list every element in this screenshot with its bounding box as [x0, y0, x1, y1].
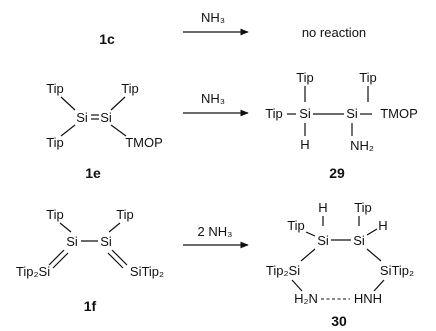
- substituent-tip: Tip: [46, 135, 64, 150]
- double-bond: [107, 252, 124, 269]
- bond: [366, 228, 378, 236]
- bond: [366, 248, 382, 262]
- product-29: Tip Tip Tip Si Si TMOP H NH₂ 29: [265, 70, 418, 181]
- reactant-1f: Tip Tip Si Si Tip₂Si SiTip₂ 1f: [16, 207, 164, 314]
- bond: [373, 279, 385, 292]
- substituent-tip: Tip: [354, 200, 372, 215]
- bond: [110, 124, 127, 137]
- bond: [291, 279, 303, 292]
- reagent-label: 2 NH₃: [198, 224, 233, 239]
- product-30: H Tip Tip H Si Si Tip₂Si SiTip₂ H₂N HNH …: [266, 200, 414, 329]
- bond: [110, 96, 126, 111]
- substituent-tip: Tip: [287, 218, 305, 233]
- group-sitip2: SiTip₂: [380, 263, 414, 278]
- substituent-tip: Tip: [116, 207, 134, 222]
- atom-si: Si: [299, 106, 311, 121]
- compound-label-29: 29: [329, 165, 345, 181]
- bond: [59, 222, 72, 233]
- group-nh2: NH₂: [350, 138, 374, 153]
- atom-h: H: [378, 218, 387, 233]
- substituent-tip: Tip: [265, 106, 283, 121]
- atom-si: Si: [100, 110, 112, 125]
- atom-si: Si: [100, 234, 112, 249]
- double-bond: [48, 249, 65, 266]
- atom-si: Si: [346, 106, 358, 121]
- reagent-label: NH₃: [201, 91, 225, 106]
- double-bond: [111, 249, 128, 266]
- substituent-tip: Tip: [46, 207, 64, 222]
- compound-label-1e: 1e: [85, 165, 101, 181]
- group-tip2si: Tip₂Si: [266, 263, 300, 278]
- substituent-tmop: TMOP: [380, 106, 418, 121]
- bond: [305, 231, 316, 237]
- bond: [300, 248, 316, 262]
- compound-label-1c: 1c: [99, 31, 115, 47]
- reactant-1e: Tip Tip Si Si Tip TMOP 1e: [46, 81, 163, 181]
- result-text: no reaction: [302, 25, 366, 40]
- compound-label-1f: 1f: [84, 298, 97, 314]
- reagent-label: NH₃: [201, 10, 225, 25]
- substituent-tip: Tip: [46, 81, 64, 96]
- substituent-tip: Tip: [359, 70, 377, 85]
- bond: [60, 96, 76, 111]
- substituent-tmop: TMOP: [125, 135, 163, 150]
- bond: [60, 124, 76, 137]
- atom-si: Si: [76, 110, 88, 125]
- atom-h: H: [300, 137, 309, 152]
- group-sitip2: SiTip₂: [130, 264, 164, 279]
- atom-h: H: [318, 200, 327, 215]
- compound-label-30: 30: [331, 313, 347, 329]
- row-1: 1c NH₃ no reaction: [99, 10, 366, 47]
- group-h2n: H₂N: [294, 291, 318, 306]
- atom-si: Si: [317, 233, 329, 248]
- group-hnh: HNH: [354, 291, 382, 306]
- substituent-tip: Tip: [296, 70, 314, 85]
- double-bond: [52, 252, 69, 269]
- group-tip2si: Tip₂Si: [16, 264, 50, 279]
- substituent-tip: Tip: [121, 81, 139, 96]
- atom-si: Si: [353, 233, 365, 248]
- atom-si: Si: [66, 234, 78, 249]
- bond: [108, 222, 121, 233]
